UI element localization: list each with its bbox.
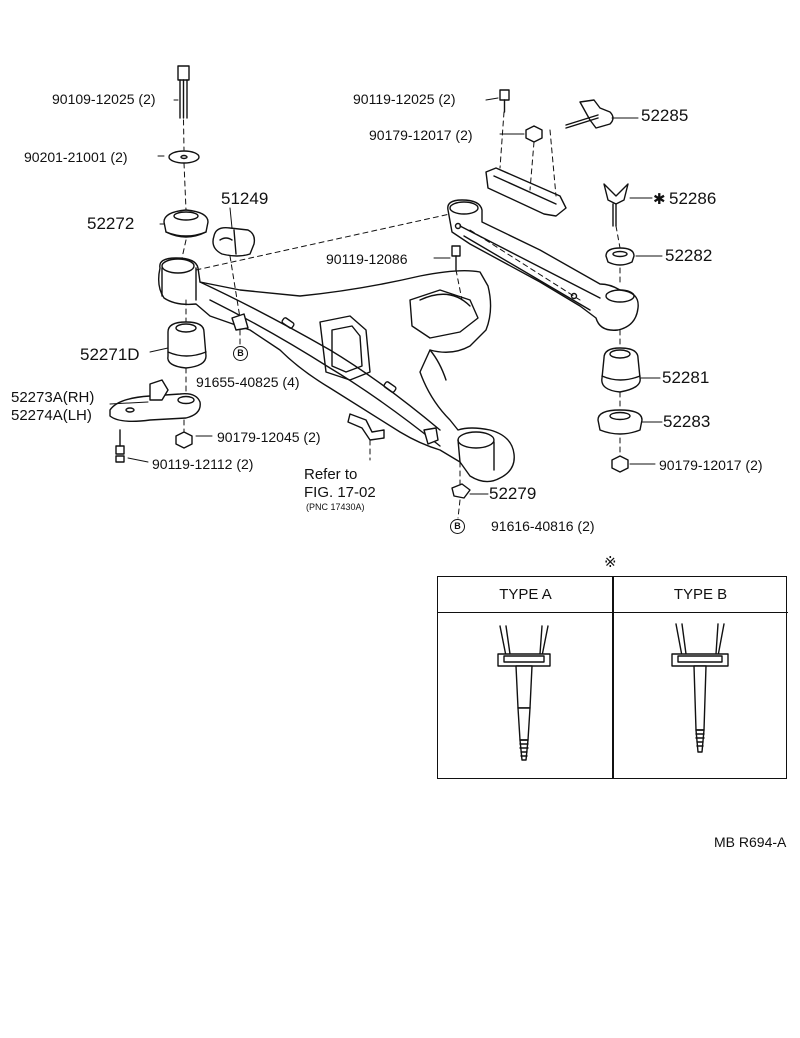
suspension-arm-right xyxy=(447,199,639,331)
circle-b-marker-right: B xyxy=(450,519,465,534)
nut-90179-12017-top xyxy=(525,125,543,143)
type-table-divider xyxy=(612,577,614,778)
label-51249: 51249 xyxy=(221,189,269,208)
label-90119-12112: 90119-12112 (2) xyxy=(152,456,254,472)
nut-90179-12017-bottom xyxy=(611,455,629,473)
washer-90201-21001 xyxy=(168,150,200,164)
refer-text-line1: Refer to xyxy=(304,466,358,483)
washer-52282 xyxy=(605,247,635,266)
type-comparison-table: TYPE A TYPE B xyxy=(437,576,788,779)
type-b-illustration xyxy=(671,623,729,753)
cushion-52281 xyxy=(601,347,641,393)
label-90119-12025: 90119-12025 (2) xyxy=(353,91,456,107)
suspension-member xyxy=(157,257,515,483)
label-52285: 52285 xyxy=(641,106,689,125)
label-90109-12025: 90109-12025 (2) xyxy=(52,91,156,107)
bolt-52286 xyxy=(603,183,629,227)
bolt-90109-12025 xyxy=(177,65,190,119)
type-table-marker: ※ xyxy=(604,554,617,571)
type-a-illustration xyxy=(497,625,551,761)
bolt-52279 xyxy=(451,483,471,499)
label-52273A: 52273A(RH) xyxy=(11,389,95,406)
type-b-header: TYPE B xyxy=(613,577,788,613)
label-90179-12017-bottom: 90179-12017 (2) xyxy=(659,457,763,473)
bracket-51249 xyxy=(212,226,256,257)
type-a-header: TYPE A xyxy=(438,577,613,613)
cushion-52272 xyxy=(163,209,209,238)
cushion-52271D xyxy=(167,321,207,369)
label-52274A: 52274A(LH) xyxy=(11,407,92,424)
refer-text-line2: FIG. 17-02 xyxy=(304,484,376,501)
circle-b-marker-left: B xyxy=(233,346,248,361)
figure-code: MB R694-A xyxy=(714,834,787,850)
label-90179-12017-top: 90179-12017 (2) xyxy=(369,127,473,143)
label-91616-40816: 91616-40816 (2) xyxy=(491,518,595,534)
bolt-90119-12086 xyxy=(451,245,461,271)
stopper-52273A-52274A xyxy=(109,379,201,423)
refer-text-line3: (PNC 17430A) xyxy=(306,502,365,512)
bolt-90119-12112 xyxy=(115,429,125,463)
label-52281: 52281 xyxy=(662,368,710,387)
label-52283: 52283 xyxy=(663,412,711,431)
star-marker-52286: ✱ xyxy=(653,191,666,208)
label-52286: 52286 xyxy=(669,189,717,208)
nut-90179-12045 xyxy=(175,431,193,449)
stay-bracket xyxy=(485,167,567,217)
label-52271D: 52271D xyxy=(80,345,140,364)
label-52279: 52279 xyxy=(489,484,537,503)
label-90201-21001: 90201-21001 (2) xyxy=(24,149,128,165)
bolt-90119-12025 xyxy=(499,89,510,113)
label-52282: 52282 xyxy=(665,246,713,265)
label-52272: 52272 xyxy=(87,214,135,233)
cushion-52283 xyxy=(597,409,643,435)
clip-refer-fig-17-02 xyxy=(347,413,385,441)
label-90119-12086: 90119-12086 xyxy=(326,251,408,267)
label-91655-40825: 91655-40825 (4) xyxy=(196,374,300,390)
bolt-52285 xyxy=(565,99,614,129)
label-90179-12045: 90179-12045 (2) xyxy=(217,429,321,445)
